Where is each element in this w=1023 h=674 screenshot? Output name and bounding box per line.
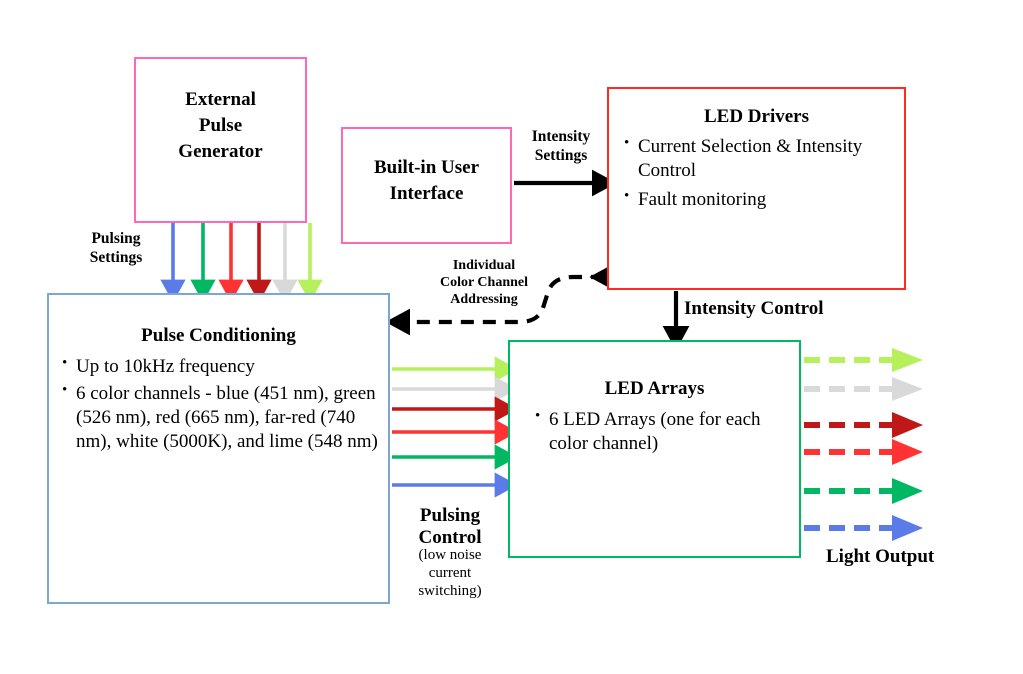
led-arrays-title: LED Arrays xyxy=(604,378,705,399)
label-intensity-control: Intensity Control xyxy=(684,298,824,319)
light-output-arrows xyxy=(804,348,923,541)
list-item: 6 LED Arrays (one for each color channel… xyxy=(532,407,799,456)
label-line: Settings xyxy=(89,248,143,266)
label-line: Control xyxy=(418,527,482,549)
pulsing-control-arrows xyxy=(392,356,518,498)
block-led-arrays[interactable]: LED Arrays 6 LED Arrays (one for each co… xyxy=(508,340,801,558)
label-line: Addressing xyxy=(450,291,518,307)
label-pulsing-control-sub: (low noise current switching) xyxy=(397,546,503,600)
title-line: External xyxy=(185,89,256,110)
pulse-conditioning-title: Pulse Conditioning xyxy=(141,325,296,346)
title-line: Interface xyxy=(389,183,464,205)
block-external-pulse-generator[interactable]: External Pulse Generator xyxy=(134,57,307,223)
list-item: Fault monitoring xyxy=(621,187,904,212)
list-item: 6 color channels - blue (451 nm), green … xyxy=(59,381,388,454)
label-pulsing-settings: Pulsing Settings xyxy=(62,230,170,268)
label-line: (low noise xyxy=(418,547,482,563)
label-line: Intensity xyxy=(531,128,591,145)
title-line: Pulse xyxy=(198,115,243,137)
label-individual-color-channel-addressing: Individual Color Channel Addressing xyxy=(428,258,540,308)
label-line: Color Channel xyxy=(439,274,529,290)
label-line: Settings xyxy=(534,146,588,164)
label-pulsing-control: Pulsing Control xyxy=(399,505,501,550)
label-light-output: Light Output xyxy=(826,546,935,567)
built-in-user-interface-title: Built-in User Interface xyxy=(343,129,510,207)
title-line: Generator xyxy=(178,141,263,163)
led-drivers-bullets: Current Selection & Intensity Control Fa… xyxy=(609,134,904,212)
title-line: Built-in User xyxy=(373,157,480,178)
led-drivers-title: LED Drivers xyxy=(703,106,809,127)
block-led-drivers[interactable]: LED Drivers Current Selection & Intensit… xyxy=(607,87,906,290)
label-line: switching) xyxy=(418,583,482,599)
label-line: Pulsing xyxy=(419,505,481,526)
list-item: Current Selection & Intensity Control xyxy=(621,134,904,183)
label-intensity-settings: Intensity Settings xyxy=(513,128,609,166)
block-pulse-conditioning[interactable]: Pulse Conditioning Up to 10kHz frequency… xyxy=(47,293,390,604)
external-pulse-generator-title: External Pulse Generator xyxy=(136,59,305,166)
pulse-conditioning-bullets: Up to 10kHz frequency 6 color channels -… xyxy=(49,354,388,454)
label-line: Individual xyxy=(452,258,516,273)
led-arrays-bullets: 6 LED Arrays (one for each color channel… xyxy=(510,407,799,456)
list-item: Up to 10kHz frequency xyxy=(59,354,388,379)
label-line: Pulsing xyxy=(91,230,141,247)
block-built-in-user-interface[interactable]: Built-in User Interface xyxy=(341,127,512,244)
pulsing-settings-arrows xyxy=(160,223,323,303)
label-line: current xyxy=(428,565,472,581)
